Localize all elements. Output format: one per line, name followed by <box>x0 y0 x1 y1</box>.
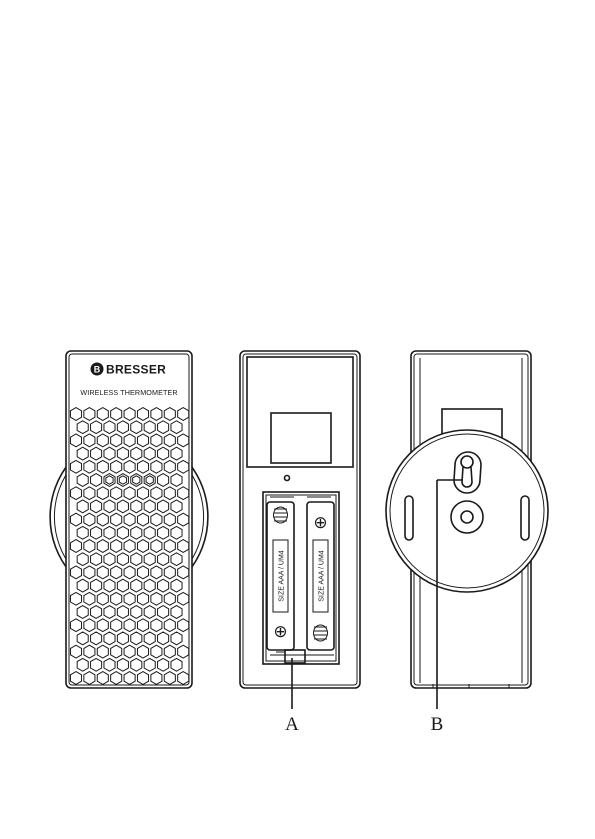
battery-view: SIZE AAA / UM4 SIZE AAA / UM4 ⊕ ⊕ <box>240 351 360 709</box>
battery-body <box>240 351 360 688</box>
battery-label-left: SIZE AAA / UM4 <box>279 550 286 601</box>
back-view <box>386 351 548 709</box>
battery-label-right: SIZE AAA / UM4 <box>319 550 326 601</box>
front-body <box>66 351 192 688</box>
bresser-b-logo-icon: B <box>91 363 104 376</box>
callout-b: B <box>431 714 444 735</box>
plus-terminal-left: ⊕ <box>273 622 287 642</box>
svg-text:B: B <box>94 365 101 375</box>
brand-name: BRESSER <box>106 363 166 377</box>
callout-a: A <box>285 714 299 735</box>
model-name: WIRELESS THERMOMETER <box>80 388 177 397</box>
front-view: B BRESSER WIRELESS THERMOMETER <box>50 351 208 688</box>
plus-terminal-right: ⊕ <box>313 513 327 533</box>
